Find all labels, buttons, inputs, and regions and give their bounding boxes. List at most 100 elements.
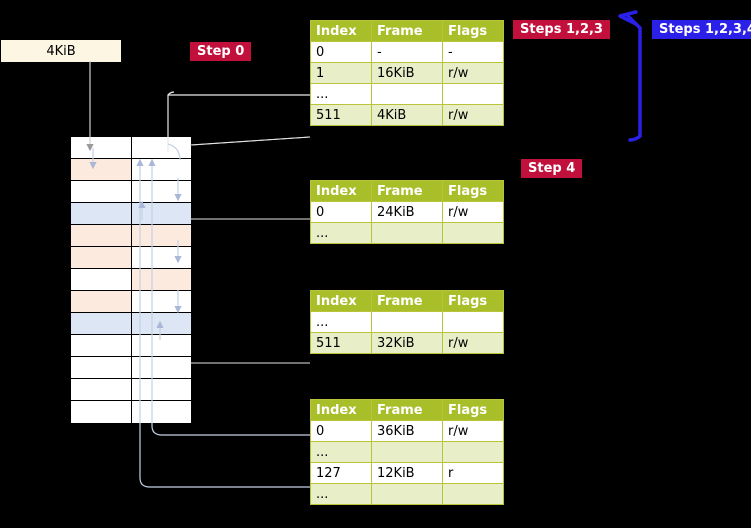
- memory-frame-row: [71, 203, 191, 225]
- table-cell: 24KiB: [371, 201, 443, 223]
- memory-bar-label: 4KiB: [46, 43, 76, 59]
- table-cell: 0: [310, 420, 372, 442]
- memory-frame-cell: [131, 379, 191, 400]
- memory-frame-cell: [71, 379, 132, 400]
- column-header: Index: [310, 399, 372, 421]
- memory-frame-cell: [131, 247, 191, 268]
- memory-frame-row: [71, 357, 191, 379]
- column-header: Index: [310, 20, 372, 42]
- table-row: ...: [310, 311, 504, 333]
- table-cell: [442, 83, 504, 105]
- column-header: Flags: [442, 290, 504, 312]
- table-row: 0--: [310, 41, 504, 63]
- table-cell: 511: [310, 104, 372, 126]
- memory-frame-row: [71, 181, 191, 203]
- table-row: ...: [310, 441, 504, 463]
- table-cell: ...: [310, 311, 372, 333]
- memory-frame-cell: [131, 159, 191, 180]
- column-header: Flags: [442, 180, 504, 202]
- table-cell: r: [442, 462, 504, 484]
- memory-bar-4kib: 4KiB: [0, 39, 122, 63]
- table-cell: 4KiB: [371, 104, 443, 126]
- memory-frame-row: [71, 225, 191, 247]
- memory-frame-cell: [71, 357, 132, 378]
- column-header: Index: [310, 290, 372, 312]
- table-cell: 16KiB: [371, 62, 443, 84]
- memory-frame-cell: [71, 159, 132, 180]
- label-steps-1234: Steps 1,2,3,4: [652, 20, 751, 39]
- table-cell: [442, 222, 504, 244]
- table-cell: -: [371, 41, 443, 63]
- table-cell: ...: [310, 441, 372, 463]
- memory-frame-row: [71, 247, 191, 269]
- memory-frame-row: [71, 159, 191, 181]
- memory-frame-cell: [131, 137, 191, 158]
- table-cell: 0: [310, 201, 372, 223]
- memory-frame-cell: [131, 335, 191, 356]
- table-cell: [371, 483, 443, 505]
- column-header: Frame: [371, 20, 443, 42]
- label-step-4: Step 4: [521, 159, 583, 178]
- table-cell: r/w: [442, 420, 504, 442]
- table-cell: 12KiB: [371, 462, 443, 484]
- table-cell: r/w: [442, 201, 504, 223]
- table-cell: [442, 483, 504, 505]
- memory-frame-row: [71, 313, 191, 335]
- memory-frame-cell: [71, 401, 132, 423]
- table-cell: ...: [310, 222, 372, 244]
- memory-frame-row: [71, 335, 191, 357]
- table-cell: r/w: [442, 332, 504, 354]
- memory-frame-cell: [131, 313, 191, 334]
- memory-frame-cell: [131, 181, 191, 202]
- table-cell: r/w: [442, 104, 504, 126]
- column-header: Frame: [371, 180, 443, 202]
- table-cell: [371, 441, 443, 463]
- memory-frame-cell: [131, 401, 191, 423]
- memory-frame-row: [71, 269, 191, 291]
- physical-memory-column: [70, 136, 192, 424]
- table-cell: [442, 441, 504, 463]
- memory-frame-cell: [131, 225, 191, 246]
- memory-frame-cell: [71, 247, 132, 268]
- column-header: Index: [310, 180, 372, 202]
- table-cell: 32KiB: [371, 332, 443, 354]
- table-cell: -: [442, 41, 504, 63]
- label-steps-123: Steps 1,2,3: [513, 20, 610, 39]
- table-cell: [442, 311, 504, 333]
- memory-frame-cell: [71, 181, 132, 202]
- column-header: Frame: [371, 399, 443, 421]
- table-cell: [371, 311, 443, 333]
- memory-frame-cell: [71, 225, 132, 246]
- table-row: ...: [310, 222, 504, 244]
- memory-frame-row: [71, 379, 191, 401]
- table-cell: ...: [310, 483, 372, 505]
- memory-frame-cell: [131, 291, 191, 312]
- table-cell: 1: [310, 62, 372, 84]
- memory-frame-cell: [131, 357, 191, 378]
- table-cell: 511: [310, 332, 372, 354]
- table-row: ...: [310, 483, 504, 505]
- table-row: ...: [310, 83, 504, 105]
- memory-frame-cell: [71, 203, 132, 224]
- memory-frame-cell: [131, 269, 191, 290]
- table-cell: 36KiB: [371, 420, 443, 442]
- memory-frame-cell: [71, 335, 132, 356]
- memory-frame-cell: [71, 137, 132, 158]
- table-cell: 0: [310, 41, 372, 63]
- label-step-0: Step 0: [190, 42, 252, 61]
- memory-frame-cell: [71, 313, 132, 334]
